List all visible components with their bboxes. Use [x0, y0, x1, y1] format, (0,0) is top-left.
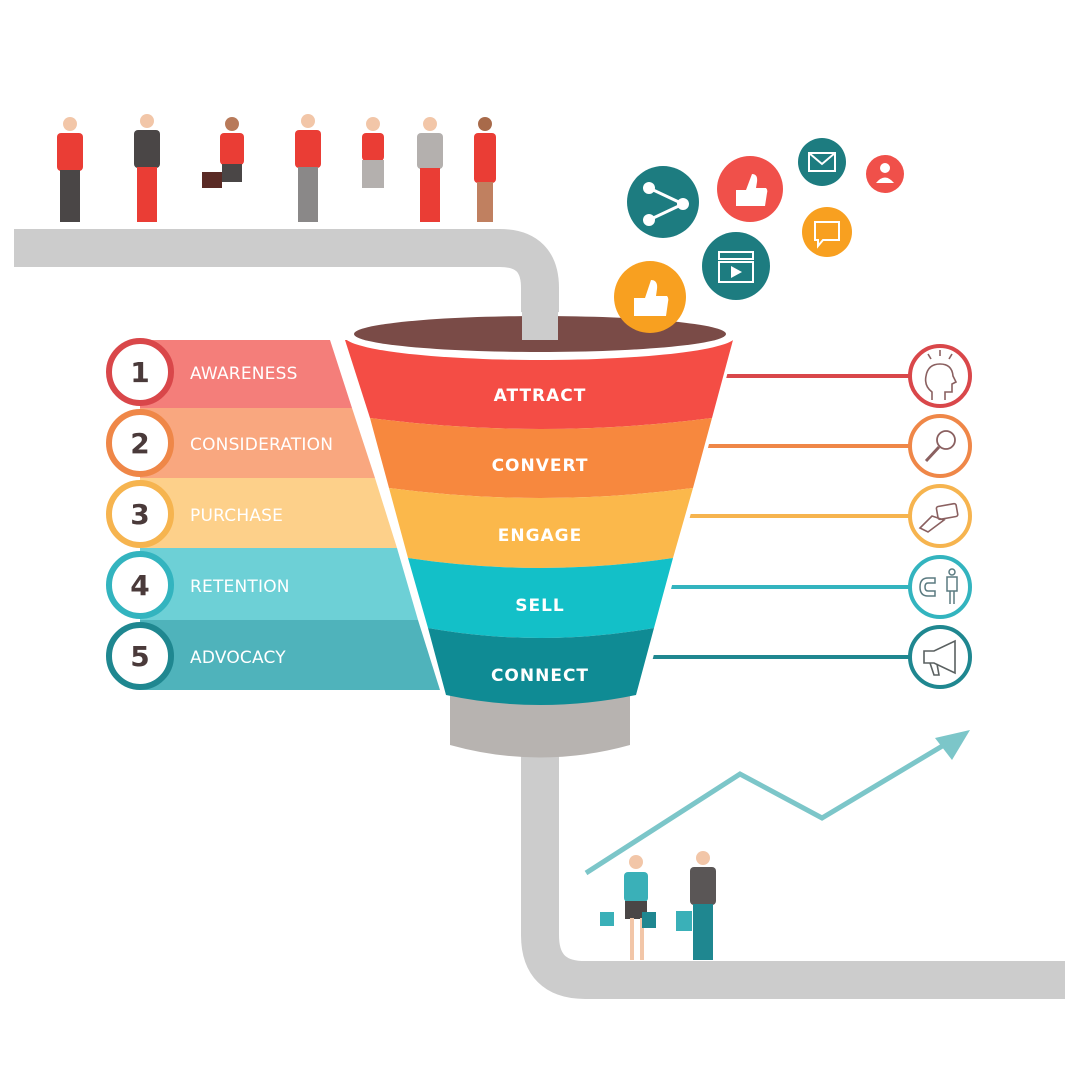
- funnel-layer-engage: [389, 488, 693, 568]
- person: [417, 117, 443, 222]
- funnel-label-connect: CONNECT: [491, 666, 589, 686]
- thumbs-up-icon: [717, 156, 783, 222]
- stage-number-badge-3: 3: [106, 480, 174, 548]
- person: [202, 117, 244, 188]
- svg-text:2: 2: [130, 427, 149, 460]
- stage-label-advocacy: ADVOCACY: [190, 648, 286, 668]
- growth-trend-arrow: [584, 730, 970, 876]
- stage-list: 1 2 3 4 5 AWARENESS CONSIDERATION PURCHA…: [106, 338, 440, 690]
- megaphone-icon: [908, 625, 972, 689]
- user-icon: [866, 155, 904, 193]
- stage-number-badge-2: 2: [106, 409, 174, 477]
- people-bottom: [600, 851, 716, 960]
- thumbs-up-icon: [614, 261, 686, 333]
- stage-label-consideration: CONSIDERATION: [190, 435, 333, 455]
- stage-number-badge-5: 5: [106, 622, 174, 690]
- stage-band-1: [140, 340, 352, 408]
- pipe-bottom: [521, 750, 1065, 999]
- funnel-label-engage: ENGAGE: [498, 526, 583, 546]
- stage-number-badge-4: 4: [106, 551, 174, 619]
- magnifier-icon: [908, 414, 972, 478]
- funnel-label-attract: ATTRACT: [494, 386, 587, 406]
- person: [600, 855, 656, 960]
- stage-label-awareness: AWARENESS: [190, 364, 298, 384]
- person: [134, 114, 160, 222]
- mail-icon: [798, 138, 846, 186]
- stage-band-5: [140, 620, 440, 690]
- share-icon: [627, 166, 699, 238]
- svg-text:5: 5: [130, 640, 149, 673]
- magnet-customer-icon: [908, 555, 972, 619]
- funnel-layer-sell: [408, 558, 673, 638]
- funnel-label-sell: SELL: [515, 596, 565, 616]
- svg-text:4: 4: [130, 569, 149, 602]
- chat-bubble-icon: [802, 207, 852, 257]
- person: [474, 117, 496, 222]
- stage-band-4: [140, 548, 418, 620]
- svg-text:1: 1: [130, 356, 149, 389]
- stage-label-purchase: PURCHASE: [190, 506, 283, 526]
- stage-label-retention: RETENTION: [190, 577, 290, 597]
- funnel-layer-connect: [428, 628, 654, 705]
- payment-card-hand-icon: [908, 484, 972, 548]
- person: [362, 117, 384, 188]
- funnel-spout: [450, 690, 630, 758]
- idea-head-icon: [908, 344, 972, 408]
- funnel-label-convert: CONVERT: [492, 456, 589, 476]
- person: [676, 851, 716, 960]
- connector-lines: [640, 374, 910, 659]
- stage-band-3: [140, 478, 397, 548]
- funnel-layer-convert: [370, 418, 712, 498]
- svg-text:3: 3: [130, 498, 149, 531]
- person: [57, 117, 83, 222]
- pipe-top: [14, 229, 559, 340]
- video-clapper-icon: [702, 232, 770, 300]
- people-top: [57, 114, 496, 222]
- person: [295, 114, 321, 222]
- stage-band-2: [140, 408, 375, 478]
- funnel-layer-attract: [345, 340, 733, 429]
- stage-number-badge-1: 1: [106, 338, 174, 406]
